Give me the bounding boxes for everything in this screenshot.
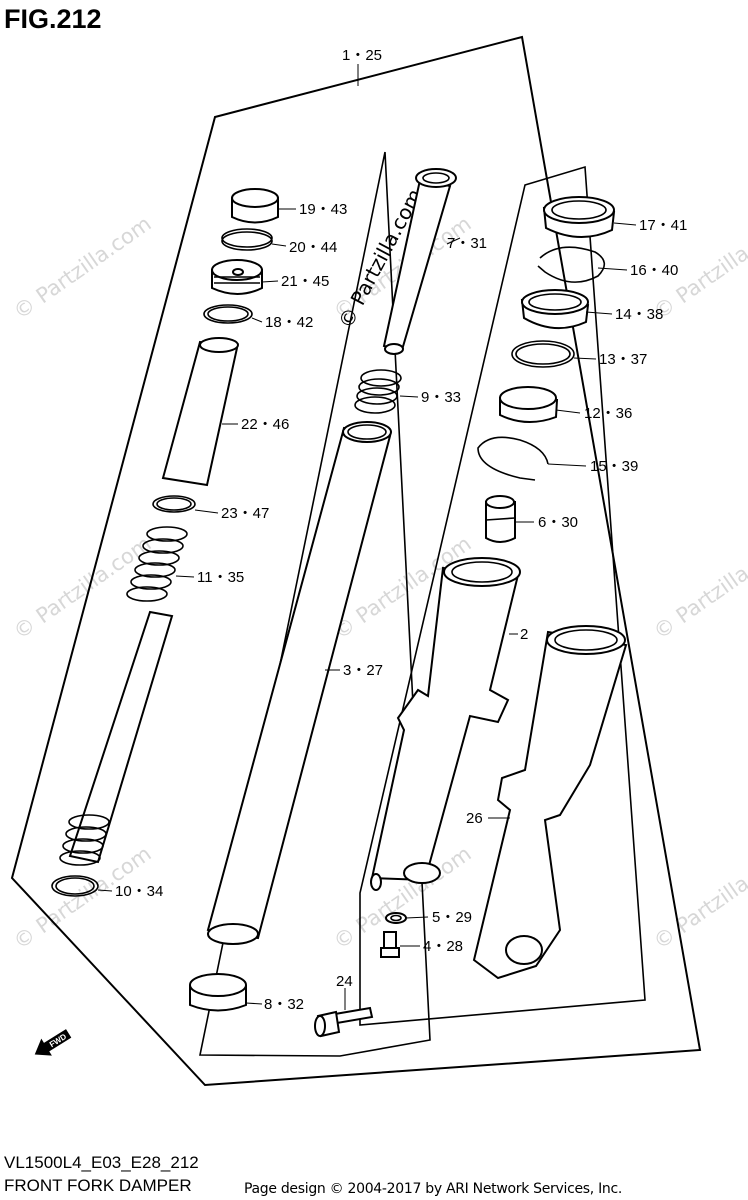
part-16-stopper-ring xyxy=(537,246,606,283)
callout-15-39: 15・39 xyxy=(590,458,638,475)
watermark-text: © Partzilla.com xyxy=(649,841,748,954)
assembly-outline xyxy=(10,35,702,1087)
callout-8-32: 8・32 xyxy=(264,996,304,1013)
part-5-gasket xyxy=(385,912,407,924)
callout-14-38: 14・38 xyxy=(615,306,663,323)
part-4-drain-bolt xyxy=(380,931,400,958)
watermark-text: © Partzilla.com xyxy=(9,211,156,324)
callout-11-35: 11・35 xyxy=(197,569,244,586)
part-7-damper-rod xyxy=(382,168,457,355)
part-13-washer xyxy=(511,340,575,368)
callout-9-33: 9・33 xyxy=(421,389,461,406)
callout-20-44: 20・44 xyxy=(289,239,337,256)
part-24-bolt xyxy=(314,1006,374,1038)
callout-4-28: 4・28 xyxy=(423,938,463,955)
part-17-dust-seal xyxy=(542,196,616,239)
callout-17-41: 17・41 xyxy=(639,217,687,234)
part-3-inner-tube xyxy=(206,421,392,945)
part-26-outer-tube-right xyxy=(472,625,628,980)
callout-24: 24 xyxy=(336,973,353,990)
figure-name: FRONT FORK DAMPER xyxy=(4,1176,192,1195)
part-22-spacer-tube xyxy=(161,337,239,487)
callout-23-47: 23・47 xyxy=(221,505,269,522)
part-15-slide-bushing xyxy=(477,436,549,481)
part-9-rebound-spring xyxy=(354,369,402,414)
part-6-oil-lock-piece xyxy=(485,495,516,543)
callout-2: 2 xyxy=(520,626,528,643)
watermark-text: © Partzilla.com xyxy=(9,531,156,644)
callout-22-46: 22・46 xyxy=(241,416,289,433)
leader-lines xyxy=(97,64,637,1010)
part-19-cap xyxy=(231,188,279,224)
inner-group-outline-right xyxy=(359,165,646,1026)
callout-18-42: 18・42 xyxy=(265,314,313,331)
callout-12-36: 12・36 xyxy=(584,405,632,422)
callout-16-40: 16・40 xyxy=(630,262,678,279)
part-23-washer xyxy=(152,495,196,513)
part-18-o-ring xyxy=(203,304,253,324)
callout-19-43: 19・43 xyxy=(299,201,347,218)
callout-7-31: 7・31 xyxy=(447,235,487,252)
part-10-ring xyxy=(51,875,99,897)
callout-13-37: 13・37 xyxy=(599,351,647,368)
part-2-outer-tube-left xyxy=(370,557,521,891)
part-8-bushing xyxy=(189,973,247,1012)
part-14-oil-seal xyxy=(520,289,590,330)
part-21-plug xyxy=(211,259,263,295)
callout-21-45: 21・45 xyxy=(281,273,329,290)
callout-6-30: 6・30 xyxy=(538,514,578,531)
callout-3-27: 3・27 xyxy=(343,662,383,679)
callout-1-25: 1・25 xyxy=(342,47,382,64)
callout-5-29: 5・29 xyxy=(432,909,472,926)
copyright-notice: Page design © 2004-2017 by ARI Network S… xyxy=(244,1181,623,1197)
forward-arrow-icon: FWD xyxy=(34,1029,72,1056)
part-20-circlip xyxy=(221,228,273,251)
callout-10-34: 10・34 xyxy=(115,883,163,900)
part-12-guide-bushing xyxy=(499,386,559,423)
callout-26: 26 xyxy=(466,810,483,827)
figure-code: VL1500L4_E03_E28_212 xyxy=(4,1153,199,1172)
part-11-spring xyxy=(59,526,188,866)
figure-title: FIG.212 xyxy=(4,4,102,34)
watermark-text: © Partzilla.com xyxy=(649,531,748,644)
